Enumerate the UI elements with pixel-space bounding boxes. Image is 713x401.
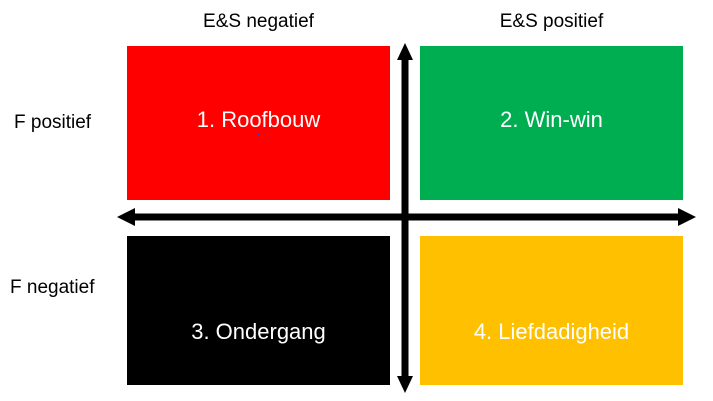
quadrant-liefdadigheid-label: 4. Liefdadigheid: [473, 318, 630, 344]
horizontal-axis-arrow-icon: [117, 208, 696, 226]
quadrant-winwin-label: 2. Win-win: [500, 107, 603, 132]
quadrant-ondergang: 3. Ondergang: [127, 236, 390, 385]
quadrant-roofbouw: 1. Roofbouw: [127, 46, 390, 200]
quadrant-winwin: 2. Win-win: [420, 46, 683, 200]
quadrant-roofbouw-label: 1. Roofbouw: [196, 107, 321, 132]
quadrant-ondergang-label: 3. Ondergang: [191, 318, 326, 344]
axis-label-es-positief: E&S positief: [499, 11, 604, 32]
axis-label-f-positief: F positief: [14, 112, 92, 133]
axis-label-f-negatief: F negatief: [10, 277, 95, 298]
axis-label-es-negatief: E&S negatief: [203, 11, 314, 32]
quadrant-liefdadigheid: 4. Liefdadigheid: [420, 236, 683, 385]
stray-pixel-artifact: [258, 133, 260, 135]
